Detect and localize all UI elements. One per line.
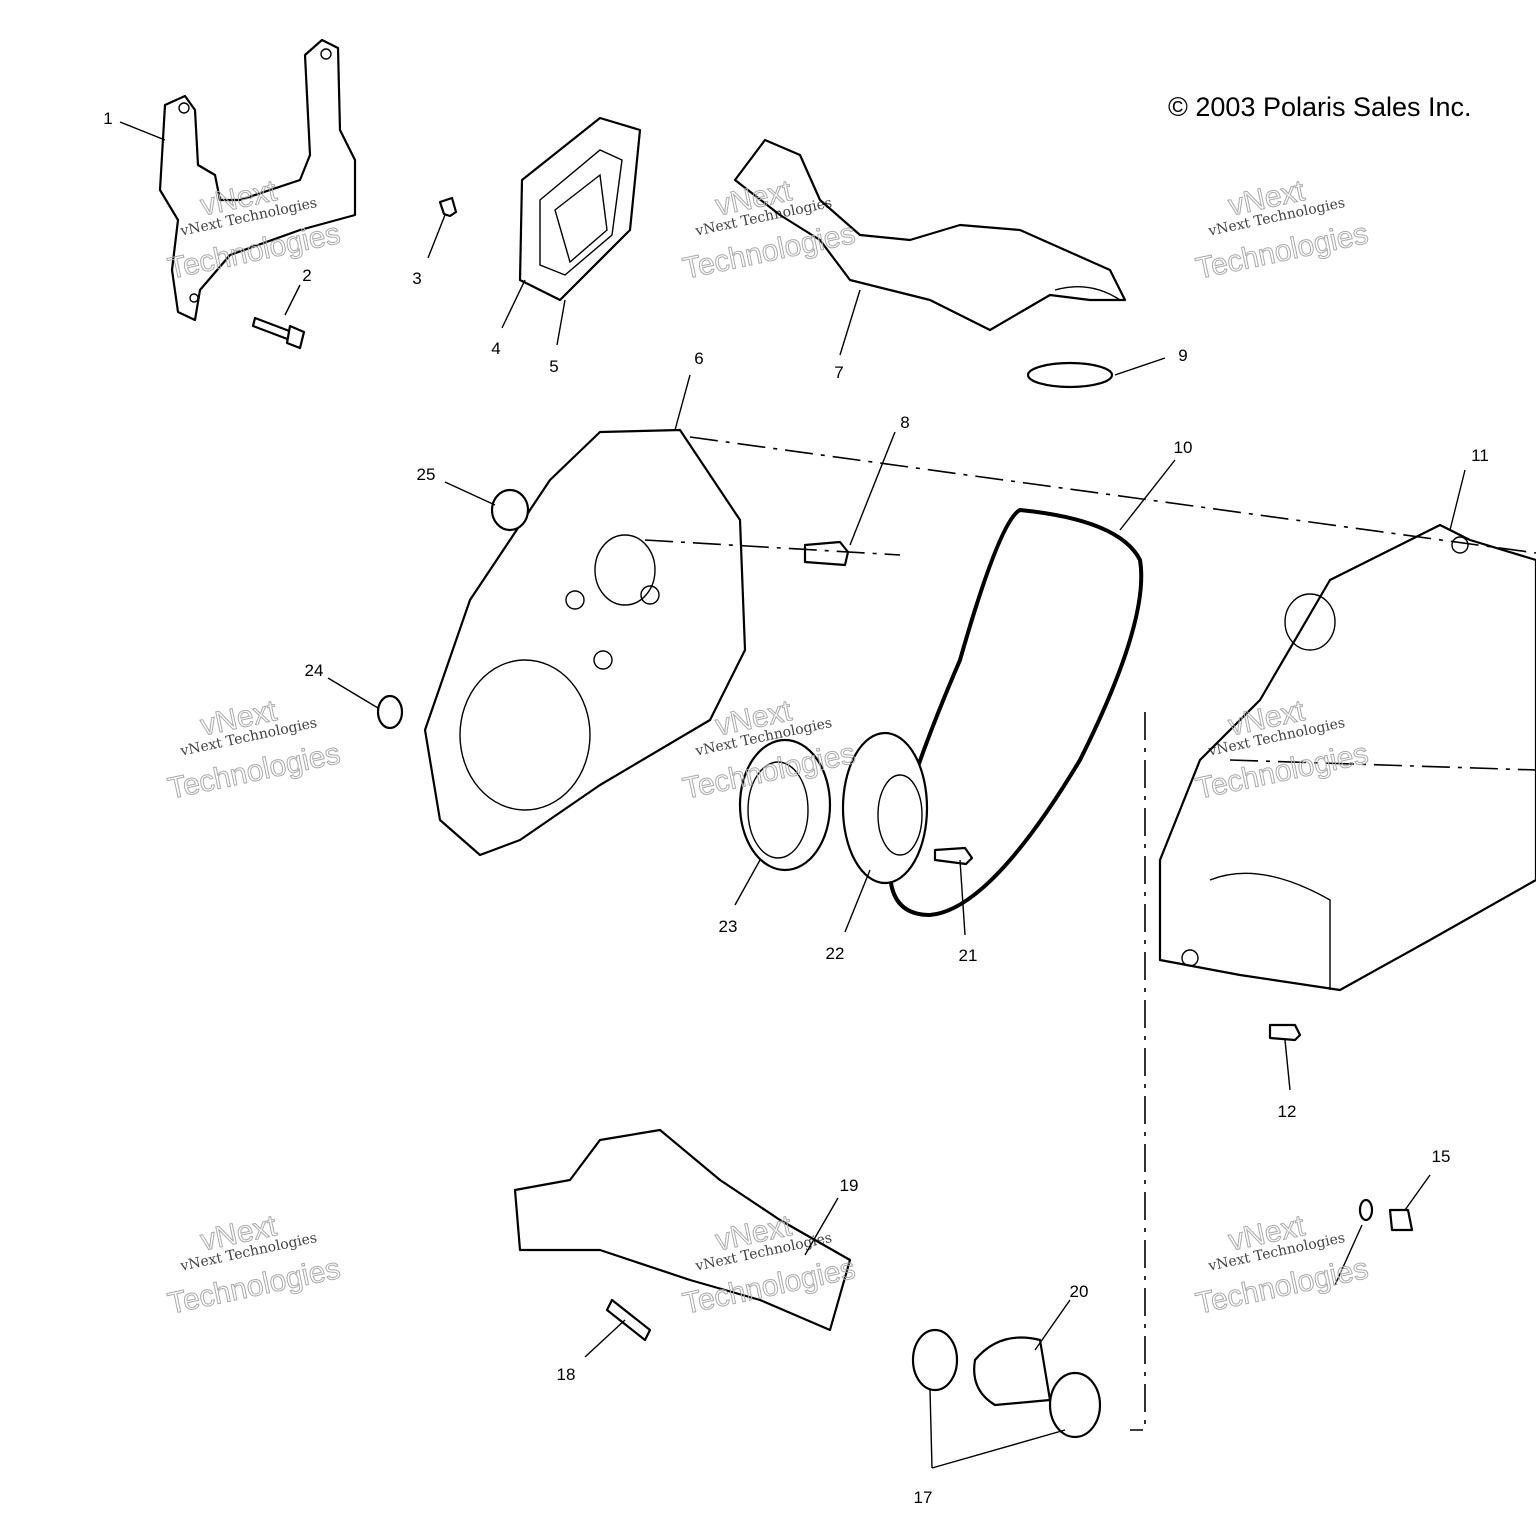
part-11-outer-cover — [1158, 523, 1536, 992]
callout-9: 9 — [1178, 346, 1187, 365]
part-10-drive-belt — [888, 508, 1144, 917]
callout-21: 21 — [959, 946, 978, 965]
callout-4: 4 — [491, 339, 500, 358]
copyright-text: © 2003 Polaris Sales Inc. — [1168, 92, 1472, 122]
part-22-plate — [841, 731, 929, 885]
callout-25: 25 — [417, 465, 436, 484]
callout-22: 22 — [826, 944, 845, 963]
callout-2: 2 — [302, 266, 311, 285]
part-9-clamp — [1026, 361, 1114, 389]
callout-20: 20 — [1070, 1282, 1089, 1301]
part-3-screw — [438, 196, 458, 218]
part-6-inner-cover — [423, 428, 747, 857]
callout-12: 12 — [1278, 1102, 1297, 1121]
part-17-clamp-a — [911, 1328, 959, 1392]
callout-8: 8 — [900, 413, 909, 432]
part-15-fitting — [1358, 1198, 1414, 1232]
part-23-seal — [738, 738, 832, 872]
part-20-coupler — [973, 1336, 1052, 1407]
part-24-plug — [376, 694, 404, 730]
callout-1: 1 — [103, 109, 112, 128]
callout-10: 10 — [1174, 438, 1193, 457]
part-1-bracket — [158, 38, 357, 322]
callout-15: 15 — [1432, 1147, 1451, 1166]
part-18-bolt — [605, 1298, 652, 1342]
part-2-bolt — [251, 316, 306, 350]
callout-19: 19 — [840, 1176, 859, 1195]
part-12-screw — [1268, 1023, 1302, 1042]
part-7-intake-duct — [733, 138, 1127, 332]
callout-17: 17 — [914, 1488, 933, 1507]
part-4-5-seal — [518, 116, 642, 302]
part-17-clamp-b — [1048, 1371, 1102, 1439]
callout-24: 24 — [305, 661, 324, 680]
callout-23: 23 — [719, 917, 738, 936]
part-25-bushing — [490, 488, 530, 532]
part-8-bolt — [803, 540, 850, 567]
leader-lines — [119, 121, 1466, 1469]
callout-11: 11 — [1471, 446, 1489, 465]
callout-5: 5 — [549, 357, 558, 376]
callout-18: 18 — [557, 1365, 576, 1384]
callout-3: 3 — [412, 269, 421, 288]
callout-7: 7 — [834, 363, 843, 382]
part-19-outlet-duct — [513, 1128, 852, 1332]
part-21-bolt — [933, 846, 974, 866]
callout-6: 6 — [694, 349, 703, 368]
